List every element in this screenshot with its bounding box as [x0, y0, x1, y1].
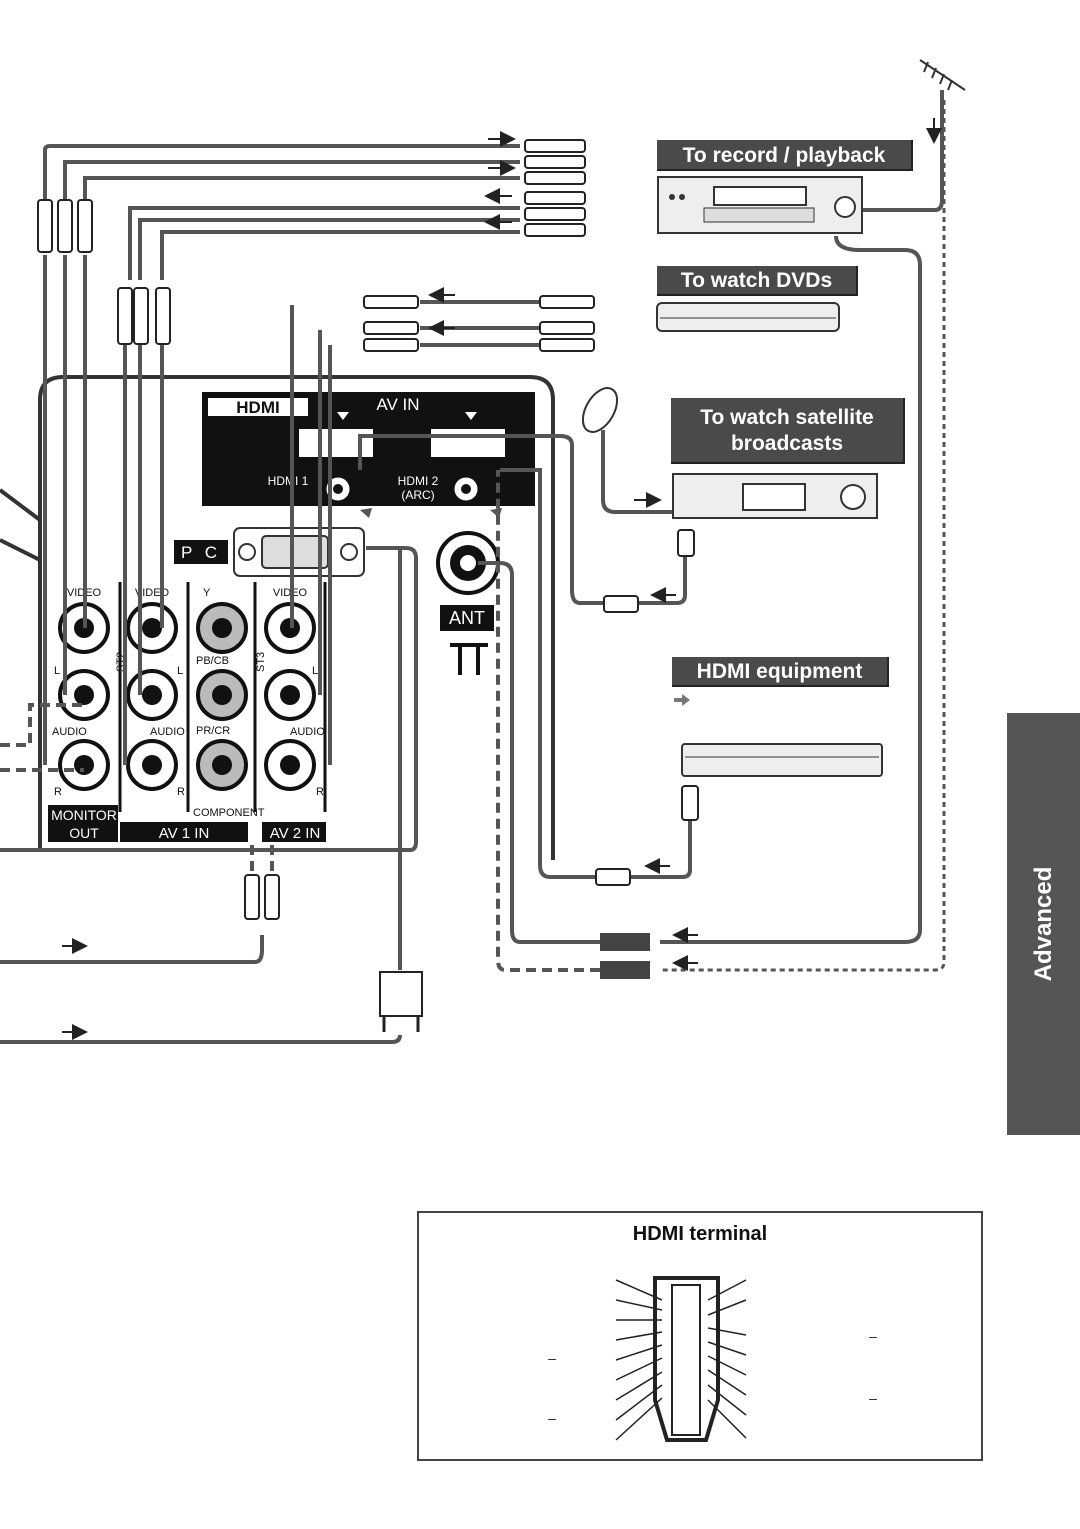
audio-label-1: AUDIO [52, 726, 87, 738]
monitor-label: MONITOR [51, 807, 117, 823]
av1-in-label: AV 1 IN [159, 825, 210, 842]
l-label-3: L [312, 665, 318, 677]
hdmi-terminal-box: HDMI terminal [417, 1211, 983, 1461]
terminal-dash-2: – [548, 1410, 556, 1426]
pbcb-label: PB/CB [196, 655, 229, 667]
y-label: Y [203, 587, 211, 599]
hdmi2-label: HDMI 2 [398, 474, 439, 488]
satellite-dish [581, 387, 619, 433]
hdmi1-label: HDMI 1 [268, 474, 309, 488]
satellite-text-line1: To watch satellite [700, 406, 874, 429]
av2-in-label: AV 2 IN [270, 825, 321, 842]
terminal-dash-4: – [869, 1390, 877, 1406]
l-label-2: L [177, 665, 183, 677]
audio-label-2: AUDIO [150, 726, 185, 738]
hdmi-logo-box [208, 398, 308, 416]
hdmi-equipment-label: HDMI equipment [672, 657, 889, 687]
vga-plug [379, 971, 423, 1017]
arc-label: (ARC) [401, 488, 434, 502]
tv-panel-outline [38, 375, 555, 860]
watch-dvds-label: To watch DVDs [657, 266, 858, 296]
pc-label: P C [181, 543, 221, 562]
out-label: OUT [69, 825, 99, 841]
hdmi-terminal-drawing [615, 1276, 747, 1442]
advanced-side-tab[interactable]: Advanced [1007, 713, 1080, 1135]
satellite-receiver [672, 473, 878, 519]
record-playback-text: To record / playback [682, 144, 886, 167]
satellite-label: To watch satellite broadcasts [671, 398, 905, 464]
hdmi-logo: HDMI [236, 398, 279, 417]
rca-plugs [37, 139, 595, 920]
cables [0, 90, 944, 1044]
r-label-2: R [177, 786, 185, 798]
st3-label: ST3 [255, 652, 267, 672]
advanced-tab-label: Advanced [1029, 866, 1057, 982]
prcr-label: PR/CR [196, 725, 230, 737]
hdmi-equipment-device [681, 743, 883, 777]
coax-plug-2 [600, 961, 650, 979]
av-jacks [58, 582, 327, 812]
hdmi-plugs [595, 529, 699, 886]
stand-lines [0, 488, 42, 562]
audio-label-3: AUDIO [290, 726, 325, 738]
flow-arrows [62, 118, 942, 1040]
hdmi2-port[interactable] [429, 427, 507, 459]
satellite-text-line2: broadcasts [730, 432, 844, 455]
terminal-dash-1: – [548, 1350, 556, 1366]
ant-label-box [440, 605, 494, 631]
antenna [919, 59, 966, 91]
watch-dvds-text: To watch DVDs [680, 269, 833, 292]
r-label-1: R [54, 786, 62, 798]
ant-label: ANT [449, 608, 485, 628]
r-label-3: R [316, 786, 324, 798]
ref-arrow-icon [674, 694, 690, 706]
hdmi-terminal-title: HDMI terminal [632, 1223, 768, 1245]
dvd-device [656, 302, 840, 332]
terminal-dash-3: – [869, 1328, 877, 1344]
l-label-1: L [54, 665, 60, 677]
component-label: COMPONENT [193, 807, 265, 819]
vcr-device [657, 176, 863, 234]
pc-label-box [174, 540, 228, 564]
hdmi1-port[interactable] [297, 427, 375, 459]
coax-plug-1 [600, 933, 650, 951]
av-in-label: AV IN [376, 395, 419, 414]
hdmi-equipment-text: HDMI equipment [696, 660, 863, 683]
record-playback-label: To record / playback [657, 140, 913, 171]
